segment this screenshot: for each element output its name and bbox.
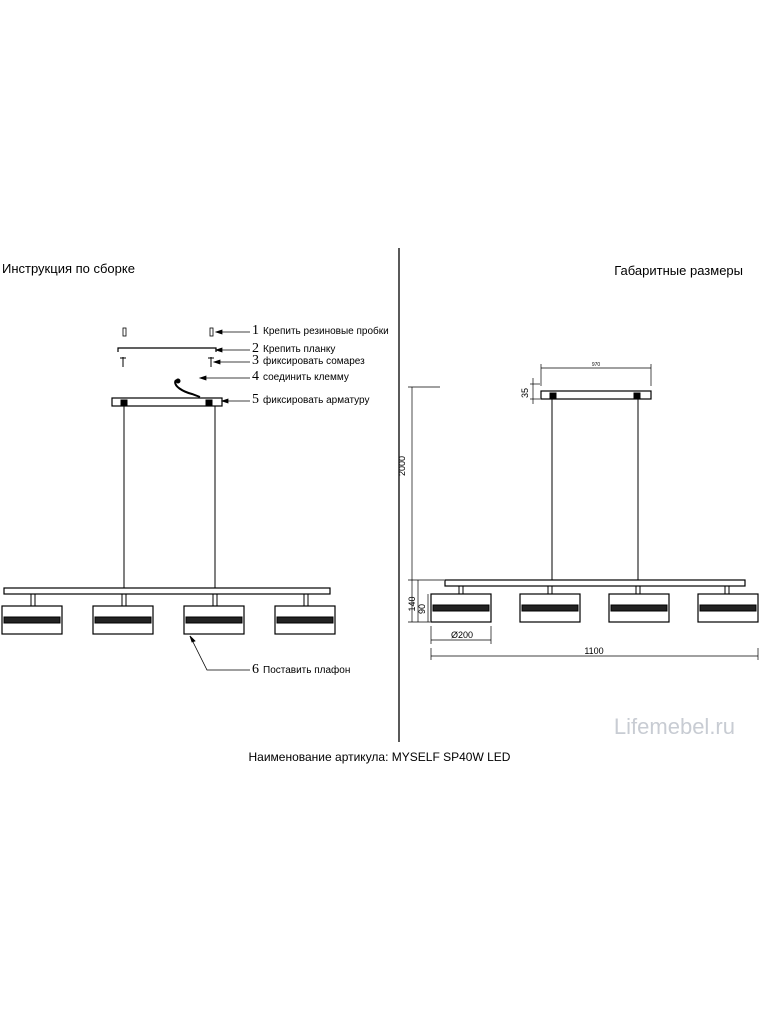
step-text: фиксировать сомарез (263, 356, 365, 367)
canopy (111, 397, 223, 407)
assembly-instructions-title: Инструкция по сборке (2, 261, 135, 276)
terminal-wire (174, 379, 201, 398)
step-4: 4 соединить клемму (252, 369, 349, 384)
step-text: Крепить резиновые пробки (263, 326, 389, 337)
lamp-shades (1, 594, 336, 635)
dim-lamp-height: 140 (407, 596, 417, 611)
mounting-plate (117, 347, 217, 352)
dimension-drawing: 970 35 2000 140 90 Ø200 1100 (397, 362, 759, 660)
assembly-drawing (1, 327, 336, 671)
dim-shade-height: 90 (417, 604, 427, 614)
step-1: 1 Крепить резиновые пробки (252, 323, 389, 338)
step-text: соединить клемму (263, 372, 349, 383)
product-name: Наименование артикула: MYSELF SP40W LED (248, 750, 511, 764)
dimension-lines (408, 364, 759, 660)
step-2: 2 Крепить планку (252, 341, 336, 356)
lamp-shades (430, 586, 759, 623)
step-number: 4 (252, 369, 259, 384)
screw-icon (120, 357, 214, 367)
dim-canopy-height: 35 (520, 388, 530, 398)
watermark: Lifemebel.ru (613, 714, 735, 739)
rubber-plug-icon (122, 327, 214, 337)
lamp-bar (3, 587, 331, 595)
step-5: 5 фиксировать арматуру (252, 392, 370, 407)
step-number: 3 (252, 353, 259, 368)
lamp-bar (444, 579, 746, 587)
step-3: 3 фиксировать сомарез (252, 353, 365, 368)
step-number: 6 (252, 662, 259, 677)
step-number: 2 (252, 341, 259, 356)
step-text: Крепить планку (263, 344, 336, 355)
step-leader-lines (189, 329, 250, 671)
dimensions-title: Габаритные размеры (614, 263, 743, 278)
canopy (540, 390, 652, 400)
dim-overall-length: 1100 (584, 646, 603, 656)
step-text: Поставить плафон (263, 665, 351, 676)
dim-canopy-length: 970 (592, 362, 601, 368)
step-number: 1 (252, 323, 259, 338)
step-number: 5 (252, 392, 259, 407)
step-text: фиксировать арматуру (263, 395, 370, 406)
dim-overall-height: 2000 (397, 456, 407, 476)
step-6: 6 Поставить плафон (252, 662, 351, 677)
dim-shade-diameter: Ø200 (451, 630, 473, 640)
